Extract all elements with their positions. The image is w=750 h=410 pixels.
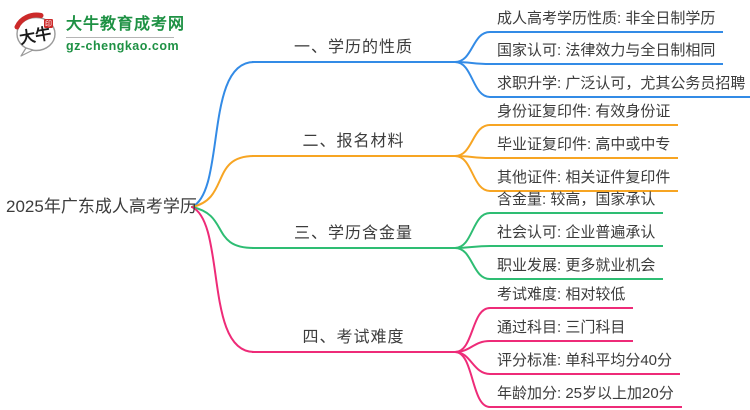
branch-curve — [191, 206, 255, 353]
leaf-curve — [454, 212, 491, 249]
root-node: 2025年广东成人高考学历 — [6, 197, 197, 216]
branch-node-3: 三、学历含金量 — [252, 221, 455, 249]
leaf-node: 求职升学: 广泛认可，尤其公务员招聘 — [490, 72, 750, 98]
leaf-node: 成人高考学历性质: 非全日制学历 — [490, 7, 724, 33]
leaf-curve — [454, 351, 491, 408]
leaf-curve — [454, 155, 491, 192]
branch-node-1: 一、学历的性质 — [252, 35, 455, 63]
branch-node-4: 四、考试难度 — [252, 325, 455, 353]
logo-divider — [66, 37, 174, 38]
branch-curve — [191, 206, 255, 249]
logo-url: gz-chengkao.com — [66, 39, 180, 53]
leaf-node: 身份证复印件: 有效身份证 — [490, 100, 679, 126]
leaf-curve — [454, 31, 491, 63]
site-logo: 印 大牛 大牛教育成考网 gz-chengkao.com — [12, 12, 186, 62]
branch-curve — [191, 61, 255, 208]
leaf-node: 考试难度: 相对较低 — [490, 283, 634, 309]
leaf-node: 毕业证复印件: 高中或中专 — [490, 133, 679, 159]
leaf-curve — [454, 124, 491, 157]
logo-title: 大牛教育成考网 — [66, 16, 186, 33]
svg-text:印: 印 — [45, 20, 52, 28]
logo-text-block: 大牛教育成考网 gz-chengkao.com — [66, 14, 186, 54]
leaf-node: 社会认可: 企业普遍承认 — [490, 221, 664, 247]
leaf-node: 通过科目: 三门科目 — [490, 316, 634, 342]
leaf-node: 含金量: 较高，国家承认 — [490, 188, 664, 214]
leaf-node: 年龄加分: 25岁以上加20分 — [490, 382, 682, 408]
branch-node-2: 二、报名材料 — [252, 129, 455, 157]
logo-bubble-icon: 印 大牛 — [14, 12, 56, 57]
leaf-node: 职业发展: 更多就业机会 — [490, 254, 664, 280]
leaf-curve — [454, 61, 491, 98]
leaf-node: 其他证件: 相关证件复印件 — [490, 166, 679, 192]
leaf-curve — [454, 247, 491, 280]
leaf-curve — [454, 351, 491, 375]
leaf-node: 国家认可: 法律效力与全日制相同 — [490, 39, 724, 65]
leaf-node: 评分标准: 单科平均分40分 — [490, 349, 681, 375]
branch-curve — [191, 155, 255, 208]
